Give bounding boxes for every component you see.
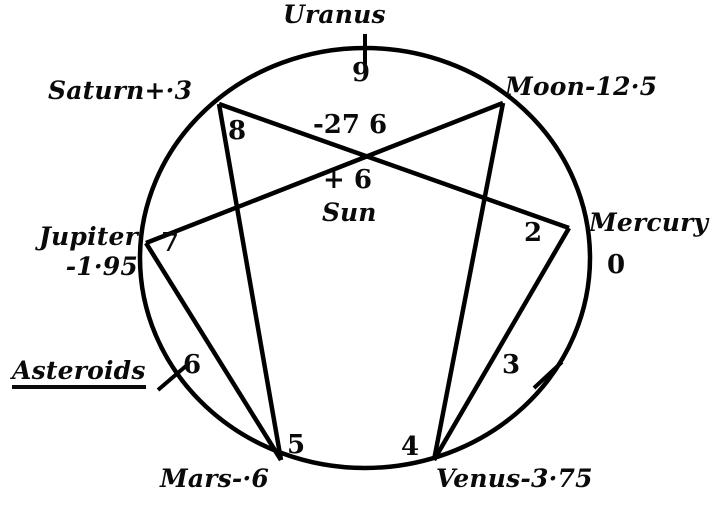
center-sun-label: Sun	[322, 198, 377, 227]
chord-1-7	[145, 100, 504, 246]
point-number-4: 4	[401, 432, 420, 462]
chord-8-2	[218, 101, 570, 231]
point-number-9: 9	[352, 58, 371, 88]
center-upper-value: -27 6	[313, 110, 388, 140]
label-saturn: Saturn+·3	[48, 76, 193, 105]
point-number-3: 3	[502, 350, 521, 380]
point-number-5: 5	[287, 430, 306, 460]
tick-point-6	[156, 364, 188, 392]
label-mercury-value: 0	[607, 250, 626, 280]
center-lower-value: + 6	[323, 165, 372, 195]
point-number-7: 7	[161, 228, 180, 258]
label-mars: Mars-·6	[160, 464, 269, 493]
label-asteroids: Asteroids	[12, 357, 146, 390]
label-moon: Moon-12·5	[505, 72, 658, 101]
chord-7-5	[144, 241, 283, 462]
point-number-2: 2	[524, 218, 543, 248]
label-uranus: Uranus	[283, 0, 386, 29]
label-jupiter: Jupiter -1·95	[8, 222, 138, 281]
label-asteroids-text: Asteroids	[12, 357, 146, 390]
label-mercury: Mercury	[589, 208, 709, 237]
chord-1-4	[431, 102, 506, 461]
chord-2-4	[432, 226, 571, 462]
label-venus: Venus-3·75	[436, 464, 593, 493]
point-number-6: 6	[183, 350, 202, 380]
label-jupiter-value: -1·95	[65, 251, 138, 281]
label-jupiter-name: Jupiter	[38, 222, 138, 251]
chord-8-5	[216, 103, 284, 461]
tick-point-3	[532, 360, 564, 390]
point-number-8: 8	[228, 116, 247, 146]
